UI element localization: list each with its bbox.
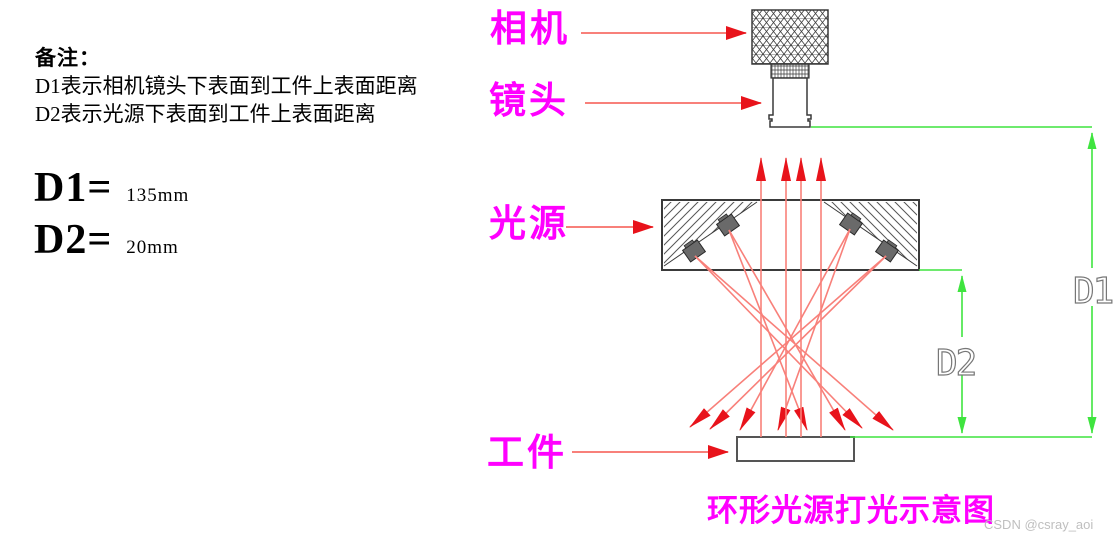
led-light-rays [689, 228, 894, 431]
dimension-lines [811, 126, 1097, 438]
d2-value: 20mm [126, 237, 179, 258]
light-ray [728, 229, 846, 431]
light-ray [689, 255, 887, 428]
workpiece-block [736, 436, 855, 462]
callout-lens: 镜头 [489, 81, 569, 122]
csdn-watermark: CSDN @csray_aoi [984, 517, 1094, 532]
light-ray [739, 228, 851, 431]
led-left-outer [681, 239, 707, 263]
d2-dimension-tag: D2 [936, 343, 975, 384]
led-left-inner [715, 213, 741, 237]
led-right-inner [838, 212, 864, 236]
d2-label: D2= [34, 217, 113, 263]
camera-body [751, 9, 829, 65]
diagram-caption: 环形光源打光示意图 [707, 493, 995, 529]
notes-block: 备注： D1表示相机镜头下表面到工件上表面距离 D2表示光源下表面到工件上表面距… [35, 44, 418, 128]
callout-workpiece: 工件 [487, 433, 567, 474]
callout-light-source: 光源 [489, 204, 569, 245]
light-ray [709, 255, 887, 430]
d1-value-row: D1= 135mm [34, 164, 189, 212]
d1-dimension-tag: D1 [1073, 271, 1113, 312]
notes-line-d2: D2表示光源下表面到工件上表面距离 [35, 102, 376, 126]
light-ray [728, 229, 808, 431]
notes-line-d1: D1表示相机镜头下表面到工件上表面距离 [35, 74, 418, 98]
callout-camera: 相机 [490, 9, 570, 50]
d1-label: D1= [34, 165, 113, 211]
lens-mount [770, 63, 810, 79]
light-ray [694, 255, 863, 429]
d2-value-row: D2= 20mm [34, 216, 179, 264]
lens-body [768, 77, 812, 128]
ring-light-source [661, 199, 920, 271]
reflected-rays [756, 157, 826, 437]
notes-heading: 备注： [35, 46, 101, 70]
light-ray [694, 255, 894, 431]
callout-pointers [566, 26, 762, 459]
led-right-outer [874, 239, 900, 263]
light-ray [777, 228, 851, 431]
d1-value: 135mm [126, 185, 190, 206]
